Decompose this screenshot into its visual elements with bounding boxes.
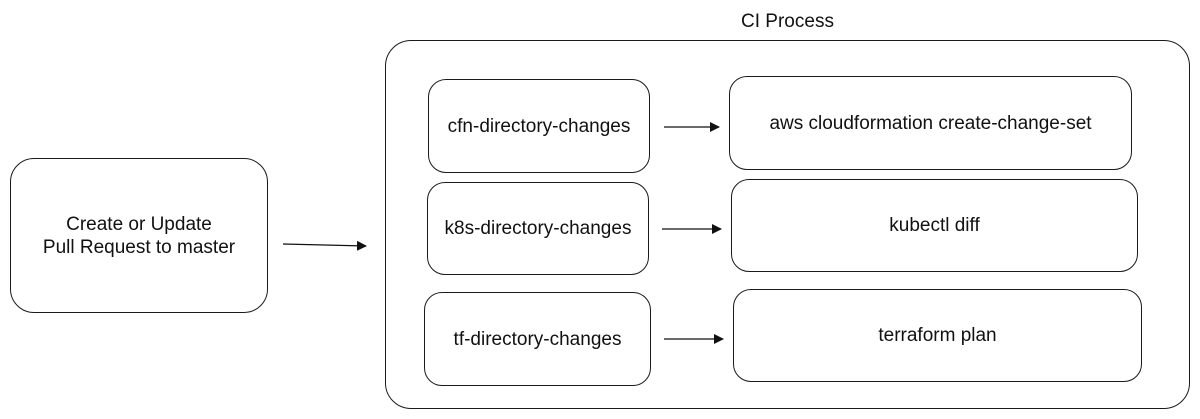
action-node-kubectl: kubectl diff: [731, 179, 1138, 272]
trigger-node-tf-label: tf-directory-changes: [453, 328, 622, 350]
start-node-label-line-1: Create or Update: [66, 213, 212, 235]
trigger-node-cfn-label: cfn-directory-changes: [447, 115, 631, 137]
trigger-node-tf: tf-directory-changes: [424, 292, 651, 386]
arrow-start-to-ci: [282, 240, 367, 251]
action-node-cloudformation: aws cloudformation create-change-set: [729, 76, 1132, 170]
trigger-node-k8s: k8s-directory-changes: [427, 182, 649, 275]
start-node-label-line-2: Pull Request to master: [42, 236, 236, 258]
trigger-node-cfn: cfn-directory-changes: [428, 79, 650, 173]
action-node-terraform-label: terraform plan: [878, 325, 997, 346]
action-node-cloudformation-label: aws cloudformation create-change-set: [769, 112, 1092, 134]
action-node-terraform: terraform plan: [733, 289, 1142, 382]
action-node-kubectl-label: kubectl diff: [889, 215, 980, 236]
trigger-node-k8s-label: k8s-directory-changes: [444, 218, 632, 239]
ci-process-title: CI Process: [741, 11, 834, 32]
start-node-pull-request: Create or Update Pull Request to master: [10, 158, 268, 313]
